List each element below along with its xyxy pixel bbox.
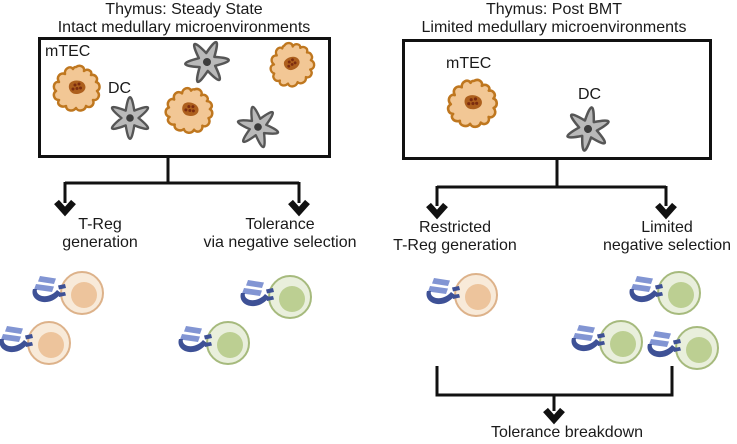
left-microenvironment-box [38, 37, 331, 158]
right-mtec-label: mTEC [446, 55, 492, 72]
down-arrow-icon [655, 202, 677, 220]
down-arrow-icon [288, 199, 310, 217]
right-dc-label: DC [578, 86, 602, 103]
restricted-treg-label: Restricted T-Reg generation [393, 219, 517, 254]
tolerance-negative-selection-label: Tolerance via negative selection [203, 216, 357, 251]
left-dc-label: DC [108, 80, 132, 97]
right-branch-connector [426, 159, 677, 220]
right-title-line2: Limited medullary microenvironments [421, 19, 687, 36]
tcell-icon [571, 320, 643, 364]
right-panel-title: Thymus: Post BMT Limited medullary micro… [372, 1, 736, 37]
left-branch-connector [54, 157, 310, 217]
left-mtec-label: mTEC [45, 43, 91, 60]
tcell-icon [629, 271, 701, 315]
tcell-icon [240, 275, 312, 319]
down-arrow-icon [54, 199, 76, 217]
left-title-line2: Intact medullary microenvironments [57, 19, 311, 36]
left-title-line1: Thymus: Steady State [105, 1, 263, 18]
down-arrow-icon [426, 202, 448, 220]
tcell-icon [647, 326, 719, 370]
limited-negative-selection-label: Limited negative selection [602, 219, 732, 254]
treg-cell-icon [32, 271, 104, 315]
right-microenvironment-box [402, 39, 712, 160]
treg-generation-label: T-Reg generation [62, 216, 138, 251]
tcell-icon [178, 321, 250, 365]
left-panel-title: Thymus: Steady State Intact medullary mi… [0, 1, 368, 37]
bracket-connector [435, 366, 674, 425]
tolerance-breakdown-label: Tolerance breakdown [490, 424, 644, 441]
down-arrow-icon [543, 407, 565, 425]
right-title-line1: Thymus: Post BMT [485, 1, 623, 18]
treg-cell-icon [426, 273, 498, 317]
treg-cell-icon [0, 321, 71, 365]
